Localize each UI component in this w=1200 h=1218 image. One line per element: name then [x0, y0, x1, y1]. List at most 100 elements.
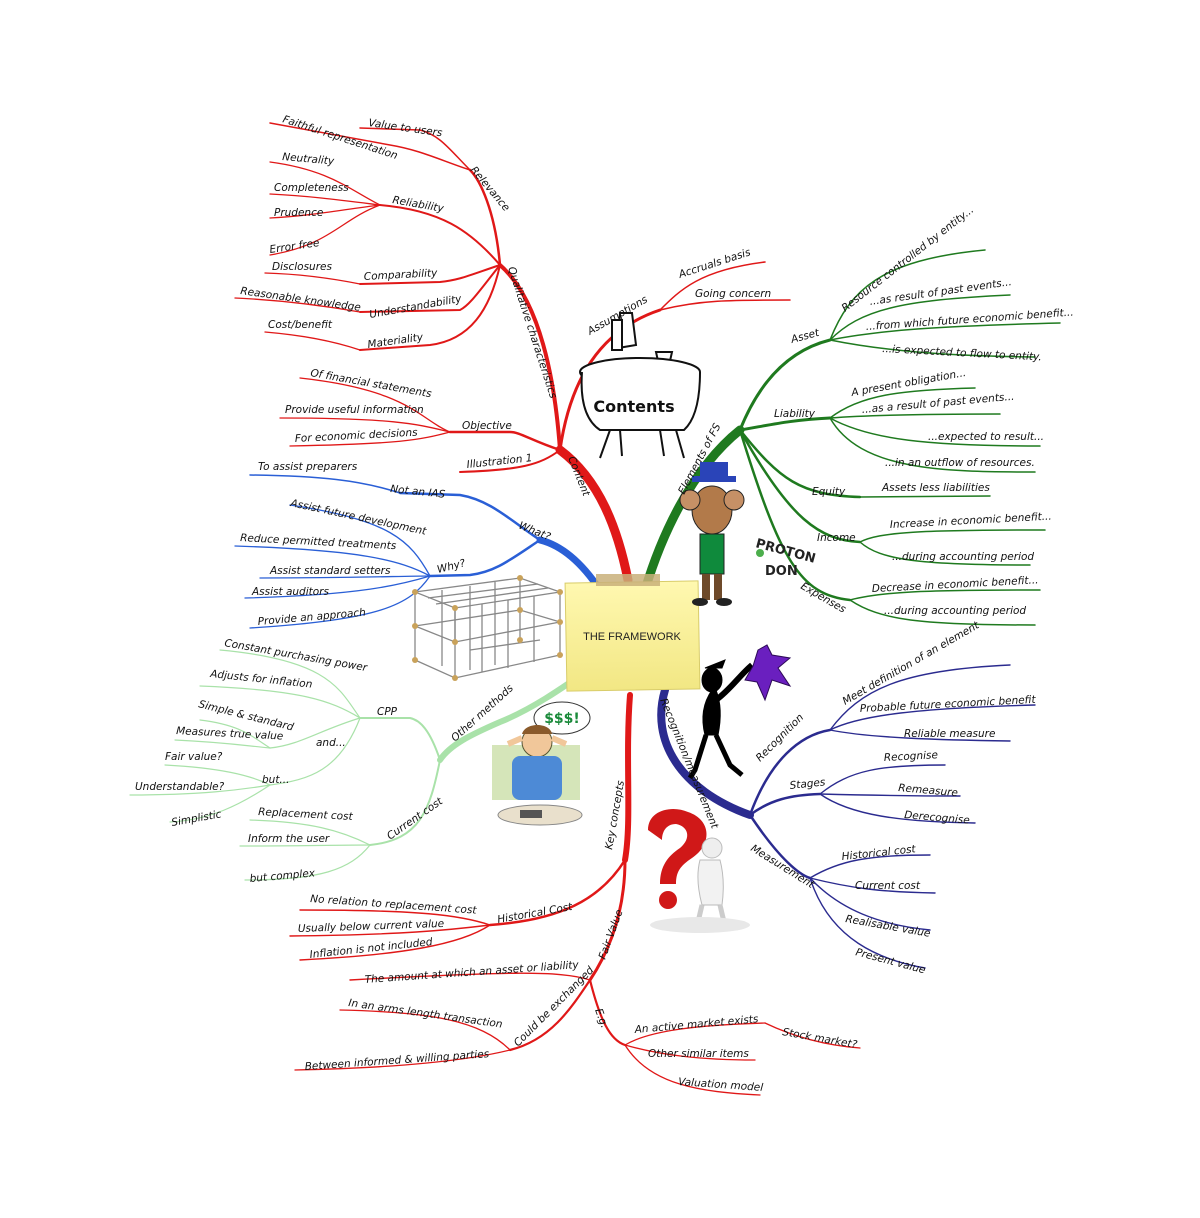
- prudence-label: Prudence: [274, 207, 323, 219]
- exp-2-label: ...during accounting period: [884, 605, 1026, 617]
- but-complex-label: but complex: [249, 867, 316, 885]
- scaffold-joints: [412, 575, 563, 681]
- inform-user-label: Inform the user: [248, 833, 330, 845]
- elements-branch: [640, 249, 1061, 626]
- what-label: What?: [517, 520, 553, 544]
- no-relation-label: No relation to replacement cost: [310, 893, 478, 917]
- income-label: Income: [817, 532, 856, 544]
- realisable-label: Realisable value: [844, 913, 931, 940]
- recognition-label: Recognition: [754, 712, 807, 765]
- illustration-label: Illustration 1: [466, 452, 533, 471]
- income-2-label: ...during accounting period: [892, 551, 1034, 563]
- central-topic-note[interactable]: THE FRAMEWORK: [564, 574, 701, 692]
- qualitative-label: Qualitative characteristics: [505, 265, 559, 400]
- what-why-labels: What? Not an IAS To assist preparers Why…: [240, 461, 553, 628]
- completeness-label: Completeness: [274, 182, 349, 194]
- disclosures-label: Disclosures: [272, 261, 332, 273]
- historical-cost-label: Historical Cost: [496, 901, 574, 926]
- could-exchanged-label: Could be exchanged: [512, 964, 597, 1049]
- economic-decisions-label: For economic decisions: [295, 427, 419, 445]
- approach-label: Provide an approach: [257, 607, 366, 628]
- liability-label: Liability: [774, 408, 816, 420]
- dancing-figure-icon: [687, 644, 792, 780]
- contents-label: Contents: [593, 397, 674, 416]
- but-label: but...: [262, 774, 289, 786]
- recog-1-label: Meet definition of an element: [841, 619, 982, 708]
- neutrality-label: Neutrality: [282, 151, 336, 168]
- auditors-label: Assist auditors: [251, 586, 329, 598]
- key-concepts-branch: [289, 692, 861, 1096]
- content-labels: Content Qualitative characteristics Rele…: [240, 113, 772, 498]
- valuation-model-label: Valuation model: [678, 1076, 764, 1094]
- recog-2-label: Probable future economic benefit: [860, 694, 1037, 715]
- understandability-label: Understandability: [368, 293, 463, 321]
- what-why-branch: [234, 474, 604, 629]
- cost-benefit-label: Cost/benefit: [268, 319, 333, 331]
- stock-market-label: Stock market?: [781, 1026, 858, 1051]
- amount-asset-label: The amount at which an asset or liabilit…: [364, 959, 579, 986]
- liab-2-label: ...as a result of past events...: [861, 391, 1015, 416]
- don-label: DON: [765, 564, 798, 579]
- stages-label: Stages: [789, 776, 826, 792]
- accruals-label: Accruals basis: [676, 246, 752, 281]
- understandable-q-label: Understandable?: [135, 781, 225, 793]
- active-market-label: An active market exists: [633, 1013, 759, 1036]
- replacement-cost-label: Replacement cost: [258, 806, 354, 823]
- content-branch: [234, 122, 791, 585]
- key-concepts-labels: Key concepts Historical Cost No relation…: [298, 779, 859, 1094]
- elements-labels: Elements of FS Asset Resource controlled…: [676, 204, 1074, 617]
- recognition-measurement-branch: [657, 664, 1036, 969]
- of-fs-label: Of financial statements: [309, 367, 432, 400]
- liab-4-label: ...in an outflow of resources.: [885, 457, 1035, 469]
- income-1-label: Increase in economic benefit...: [890, 511, 1052, 531]
- objective-label: Objective: [462, 420, 512, 432]
- present-value-label: Present value: [854, 946, 927, 976]
- inflation-not-label: Inflation is not included: [309, 936, 433, 961]
- arms-length-label: In an arms length transaction: [348, 997, 504, 1031]
- other-methods-label: Other methods: [449, 682, 516, 744]
- tape-icon: [596, 574, 660, 586]
- assist-preparers-label: To assist preparers: [258, 461, 358, 473]
- asset-4-label: ...is expected to flow to entity.: [882, 343, 1042, 363]
- remeasure-label: Remeasure: [898, 782, 959, 799]
- key-concepts-label: Key concepts: [603, 779, 627, 850]
- stressed-man-icon: $$$!: [492, 701, 591, 826]
- question-figure-icon: [648, 809, 750, 933]
- money-label: $$$!: [544, 711, 580, 727]
- and-label: and...: [316, 737, 346, 749]
- measurement-label: Measurement: [748, 842, 816, 891]
- historical-cost-m-label: Historical cost: [841, 843, 917, 863]
- error-free-label: Error free: [269, 237, 320, 256]
- simplistic-label: Simplistic: [170, 808, 222, 829]
- reduce-treatments-label: Reduce permitted treatments: [240, 532, 397, 552]
- recog-3-label: Reliable measure: [904, 728, 995, 740]
- other-similar-label: Other similar items: [648, 1048, 749, 1060]
- liab-1-label: A present obligation...: [849, 367, 966, 399]
- scaffold-frame-icon: [412, 577, 561, 679]
- equity-1-label: Assets less liabilities: [881, 482, 990, 494]
- informed-parties-label: Between informed & willing parties: [304, 1048, 490, 1073]
- reasonable-knowledge-label: Reasonable knowledge: [240, 285, 362, 314]
- below-current-label: Usually below current value: [298, 918, 445, 935]
- why-label: Why?: [436, 557, 467, 576]
- asset-2-label: ...as result of past events...: [869, 276, 1013, 308]
- current-cost-r-label: Current cost: [855, 880, 921, 892]
- going-concern-label: Going concern: [695, 288, 771, 300]
- contents-table-icon: Contents: [579, 312, 701, 459]
- equity-label: Equity: [812, 486, 846, 498]
- not-ias-label: Not an IAS: [390, 483, 446, 501]
- liab-3-label: ...expected to result...: [928, 431, 1044, 443]
- eg-label: E.g.: [592, 1007, 610, 1030]
- derecognise-label: Derecognise: [904, 809, 970, 827]
- central-topic-title: THE FRAMEWORK: [583, 631, 681, 643]
- recognise-label: Recognise: [884, 749, 939, 764]
- exp-1-label: Decrease in economic benefit...: [872, 574, 1039, 595]
- asset-3-label: ...from which future economic benefit...: [865, 306, 1074, 333]
- comparability-label: Comparability: [364, 267, 439, 283]
- other-methods-labels: Other methods CPP Constant purchasing po…: [135, 637, 516, 885]
- useful-info-label: Provide useful information: [285, 404, 424, 416]
- standard-setters-label: Assist standard setters: [269, 565, 391, 577]
- future-dev-label: Assist future development: [288, 497, 428, 538]
